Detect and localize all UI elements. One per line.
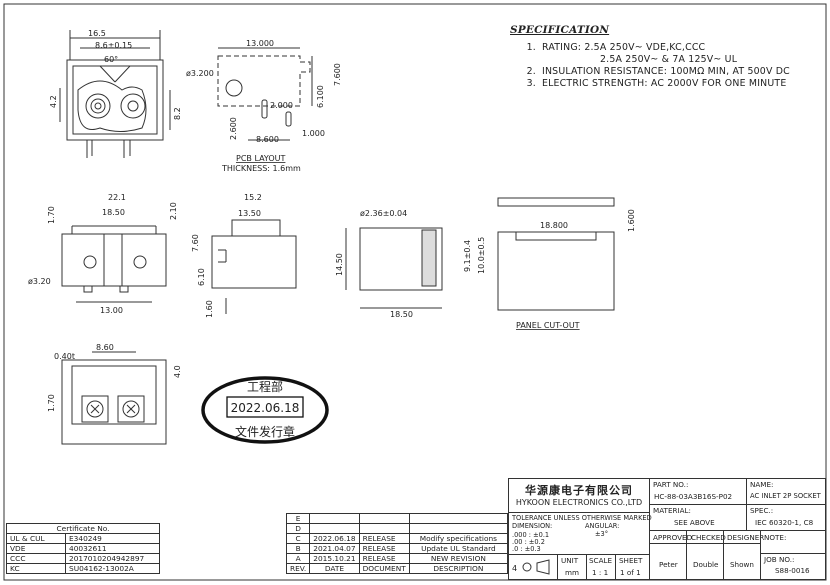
- side-dim-base: 1.60: [205, 300, 214, 318]
- name-box: NAME: AC INLET 2P SOCKET: [746, 478, 826, 505]
- bottom-dim-depth: 4.0: [173, 365, 182, 378]
- pcb-thickness: THICKNESS: 1.6mm: [221, 164, 301, 173]
- pcb-layout: [217, 47, 313, 141]
- company-name-en: HYKOON ELECTRONICS CO.,LTD: [515, 498, 643, 507]
- scale-box: SCALE 1 : 1: [586, 554, 616, 580]
- table-row: D: [285, 523, 509, 534]
- section-dim-height: 14.50: [335, 253, 344, 276]
- bottom-dim-thickness: 0.40t: [54, 352, 75, 361]
- sheet-box: SHEET 1 of 1: [615, 554, 650, 580]
- pcb-dim-pin-width: 2.000: [270, 101, 293, 110]
- company-box: 华源康电子有限公司 HYKOON ELECTRONICS CO.,LTD: [508, 478, 650, 513]
- top-view-labels: 22.1 18.50 1.70 2.10 ø3.20 13.00: [28, 193, 178, 315]
- unit-box: UNIT mm: [557, 554, 587, 580]
- job-number: S88-0016: [775, 566, 810, 575]
- pcb-dim-pin-row: 6.100: [316, 85, 325, 108]
- pcb-labels: 13.000 ø3.200 7.600 6.100 2.000 2.600 8.…: [186, 39, 342, 173]
- job-no-box: JOB NO.: S88-0016: [760, 553, 826, 580]
- top-view: [61, 225, 167, 303]
- spec-item: 3.ELECTRIC STRENGTH: AC 2000V FOR ONE MI…: [526, 78, 787, 89]
- projection-box: 4: [508, 554, 558, 580]
- top-dim-pitch: 13.00: [100, 306, 123, 315]
- side-dim-overall: 15.2: [244, 193, 262, 202]
- front-view-labels: 16.5 8.6±0.15 60° 4.2 8.2: [49, 29, 182, 120]
- section-view-labels: ø2.36±0.04 14.50 9.1±0.4 10.0±0.5 18.50: [335, 209, 486, 319]
- bottom-dim-flange: 1.70: [47, 394, 56, 412]
- part-name: AC INLET 2P SOCKET: [750, 492, 821, 500]
- side-view: [211, 219, 297, 314]
- panel-dim-thickness: 1.600: [627, 209, 636, 232]
- note-box: NOTE:: [760, 530, 826, 554]
- stamp-date: 2022.06.18: [231, 401, 300, 415]
- specification-block: SPECIFICATION 1.RATING: 2.5A 250V~ VDE,K…: [510, 24, 790, 90]
- panel-dim-width: 18.800: [540, 221, 568, 230]
- pcb-dim-slot: 1.000: [302, 129, 325, 138]
- pcb-dim-hole: ø3.200: [186, 69, 214, 78]
- table-row: E: [285, 513, 509, 524]
- svg-text:4: 4: [512, 564, 517, 573]
- bottom-view-labels: 8.60 0.40t 4.0 1.70: [47, 343, 182, 412]
- front-dim-width: 16.5: [88, 29, 106, 38]
- part-number: HC-88-03A3B16S-P02: [654, 492, 733, 501]
- front-dim-pin-pitch: 8.6±0.15: [95, 41, 132, 50]
- pcb-layout-caption: PCB LAYOUT: [236, 154, 286, 163]
- top-dim-flange: 1.70: [47, 206, 56, 224]
- section-dim-pin-length: 9.1±0.4: [463, 240, 472, 272]
- top-dim-hole: ø3.20: [28, 277, 51, 286]
- spec-item: 2.5A 250V~ & 7A 125V~ UL: [600, 54, 738, 65]
- bottom-dim-pitch: 8.60: [96, 343, 114, 352]
- pcb-dim-width: 13.000: [246, 39, 274, 48]
- pcb-dim-pitch: 8.600: [256, 135, 279, 144]
- section-dim-pin-total: 10.0±0.5: [477, 237, 486, 274]
- section-view: [345, 227, 443, 309]
- stamp-department: 工程部: [247, 379, 283, 394]
- stamp-label: 文件发行章: [235, 424, 295, 439]
- spec-item: 2.INSULATION RESISTANCE: 100MΩ MIN, AT 5…: [526, 66, 790, 77]
- approved-by: Peter: [659, 560, 678, 569]
- front-view: [59, 30, 171, 158]
- top-dim-body: 18.50: [102, 208, 125, 217]
- front-dim-offset: 4.2: [49, 95, 58, 108]
- material-box: MATERIAL: SEE ABOVE: [649, 504, 747, 531]
- side-dim-pin: 7.60: [191, 234, 200, 252]
- release-stamp: 工程部 2022.06.18 文件发行章: [201, 376, 329, 444]
- specification-title: SPECIFICATION: [510, 24, 610, 36]
- pcb-dim-offset: 2.600: [229, 117, 238, 140]
- side-dim-pin-offset: 6.10: [197, 268, 206, 286]
- spec-item: 1.RATING: 2.5A 250V~ VDE,KC,CCC: [526, 42, 706, 53]
- projection-symbol-icon: 4: [512, 559, 550, 575]
- panel-labels: 18.800 1.600 PANEL CUT-OUT: [516, 209, 636, 330]
- section-dim-pin: ø2.36±0.04: [360, 209, 407, 218]
- company-name-cn: 华源康电子有限公司: [525, 484, 633, 497]
- checked-by: Double: [693, 560, 719, 569]
- designed-by: Shown: [730, 560, 754, 569]
- tolerance-box: TOLERANCE UNLESS OTHERWISE MARKED DIMENS…: [508, 512, 652, 555]
- front-dim-height: 8.2: [173, 107, 182, 120]
- part-no-box: PART NO.: HC-88-03A3B16S-P02: [649, 478, 747, 505]
- certificate-header: Certificate No.: [6, 523, 160, 534]
- spec-box: SPEC.: IEC 60320-1, C8: [746, 504, 826, 531]
- side-view-labels: 15.2 13.50 7.60 6.10 1.60: [191, 193, 262, 318]
- section-dim-width: 18.50: [390, 310, 413, 319]
- side-dim-body: 13.50: [238, 209, 261, 218]
- pcb-dim-height: 7.600: [333, 63, 342, 86]
- top-dim-overall: 22.1: [108, 193, 126, 202]
- bottom-view: [61, 351, 167, 445]
- panel-cutout: [497, 197, 615, 311]
- front-dim-angle: 60°: [104, 55, 118, 64]
- panel-caption: PANEL CUT-OUT: [516, 321, 580, 330]
- top-dim-lip: 2.10: [169, 202, 178, 220]
